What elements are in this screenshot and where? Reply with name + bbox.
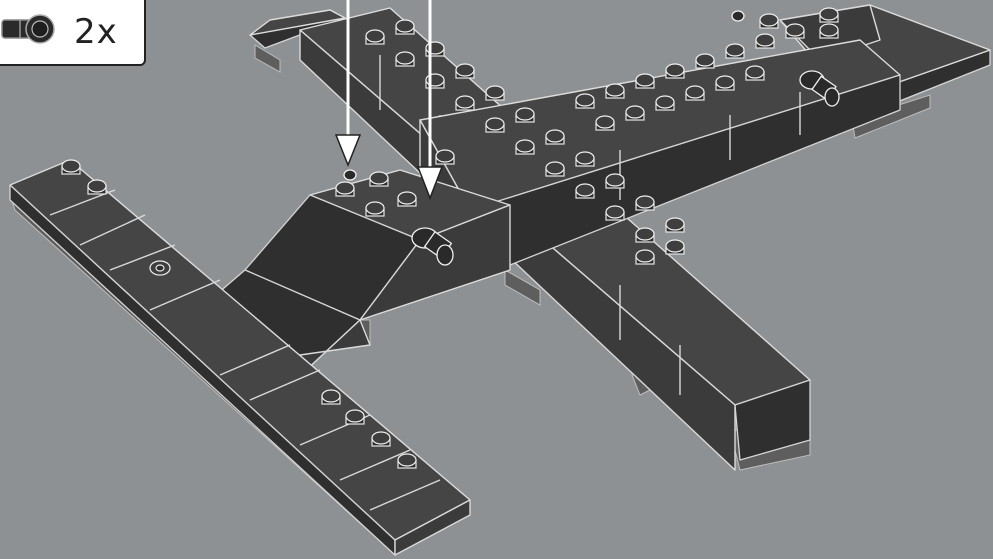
technic-pin-icon [0,6,66,56]
parts-callout: 2x [0,0,146,66]
part-quantity: 2x [74,12,118,52]
